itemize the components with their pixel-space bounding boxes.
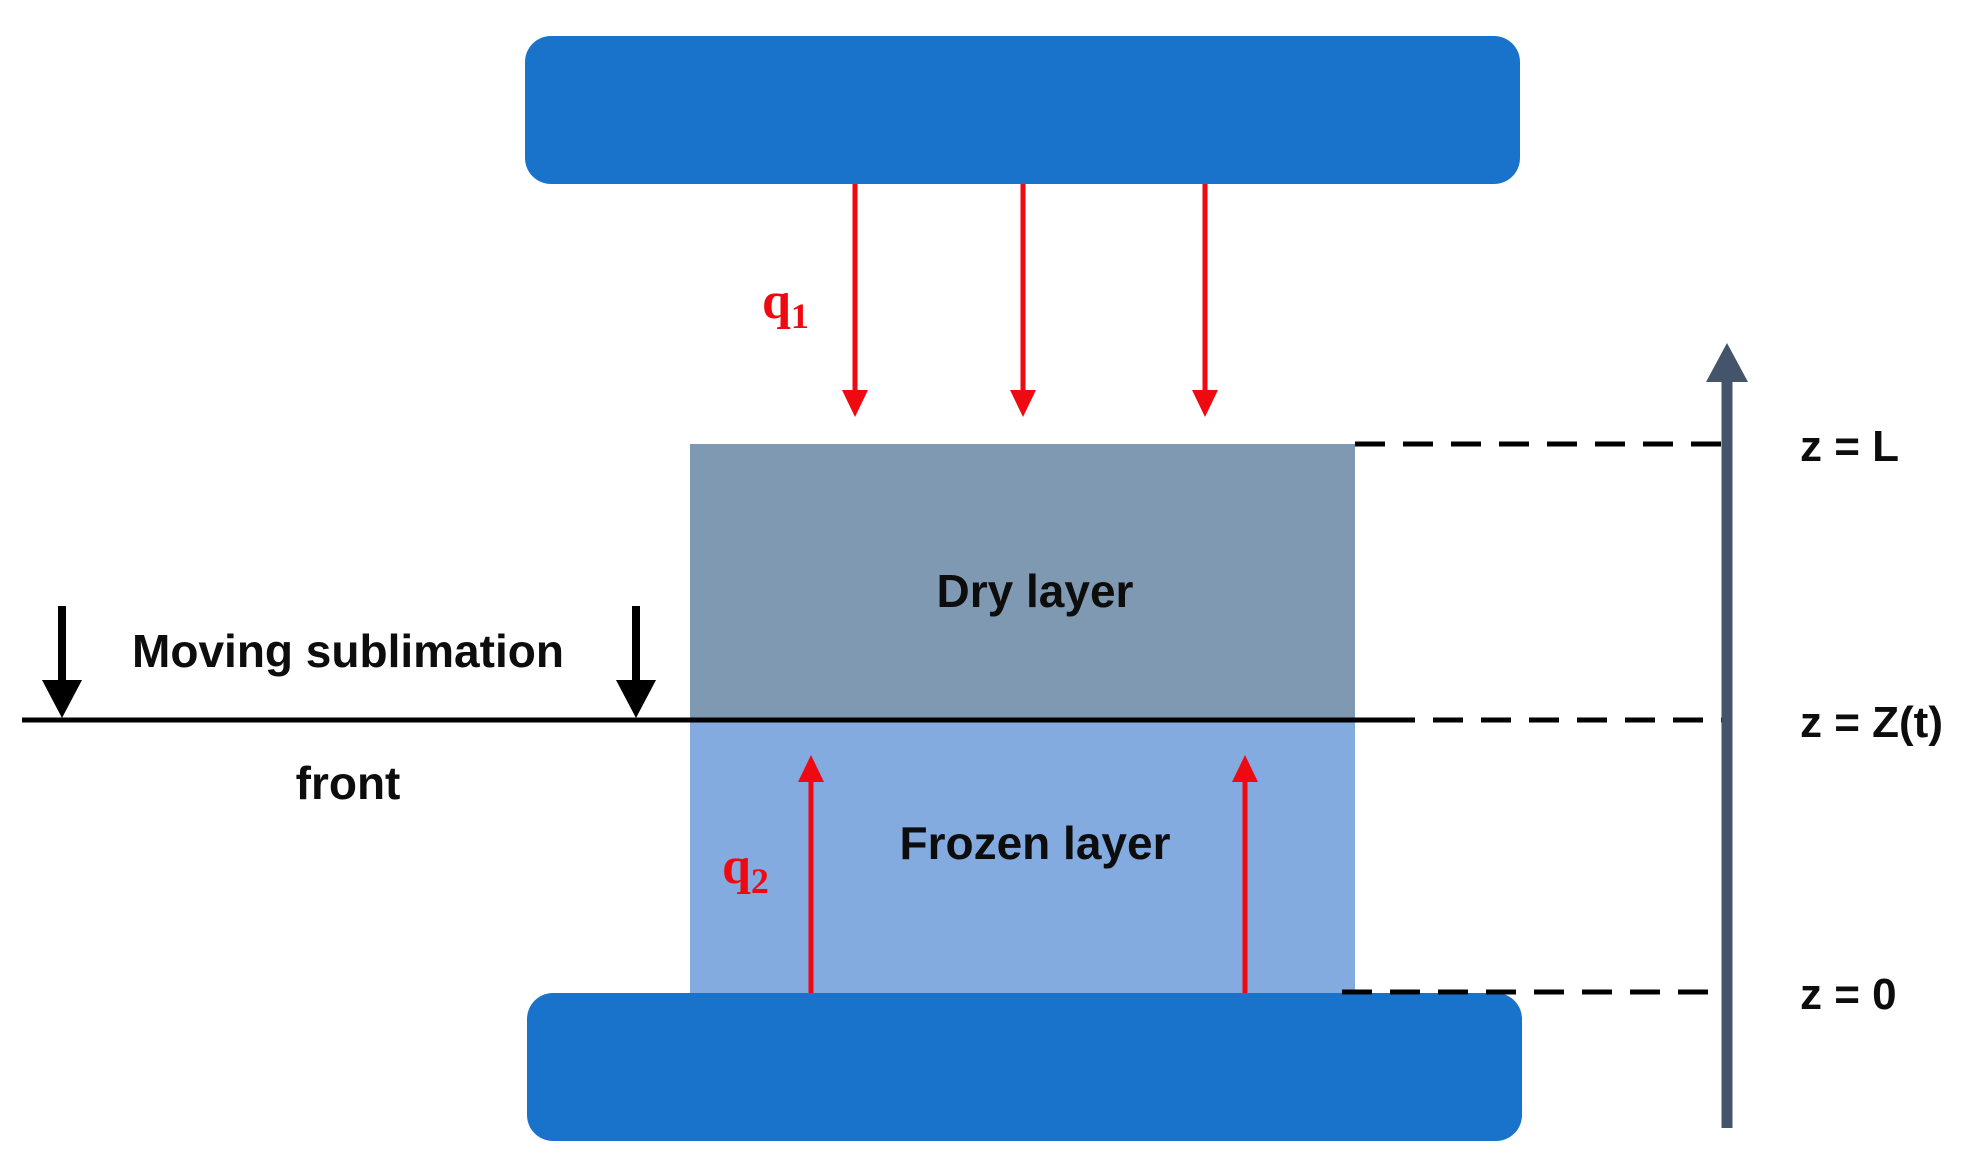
heat-arrow-down-2-head — [1010, 390, 1036, 417]
q2-label: q2 — [722, 838, 769, 901]
heat-arrow-up-2-head — [1232, 755, 1258, 782]
moving-sublimation-label: Moving sublimation — [132, 625, 564, 677]
front-arrow-right-head — [616, 680, 656, 718]
dry-layer-label: Dry layer — [937, 565, 1134, 617]
bottom-heating-plate — [527, 993, 1522, 1141]
z-mid-label: z = Z(t) — [1800, 698, 1943, 747]
heat-arrow-up-1-head — [798, 755, 824, 782]
z-bottom-label: z = 0 — [1800, 970, 1897, 1019]
heat-arrow-down-3-head — [1192, 390, 1218, 417]
top-heating-plate — [525, 36, 1520, 184]
q1-label: q1 — [762, 273, 809, 336]
frozen-layer-label: Frozen layer — [900, 817, 1171, 869]
z-top-label: z = L — [1800, 422, 1899, 471]
front-arrow-left-head — [42, 680, 82, 718]
heat-arrow-down-1-head — [842, 390, 868, 417]
front-label: front — [296, 757, 401, 809]
z-axis-arrow-head — [1706, 343, 1748, 382]
dry-layer — [690, 444, 1355, 720]
